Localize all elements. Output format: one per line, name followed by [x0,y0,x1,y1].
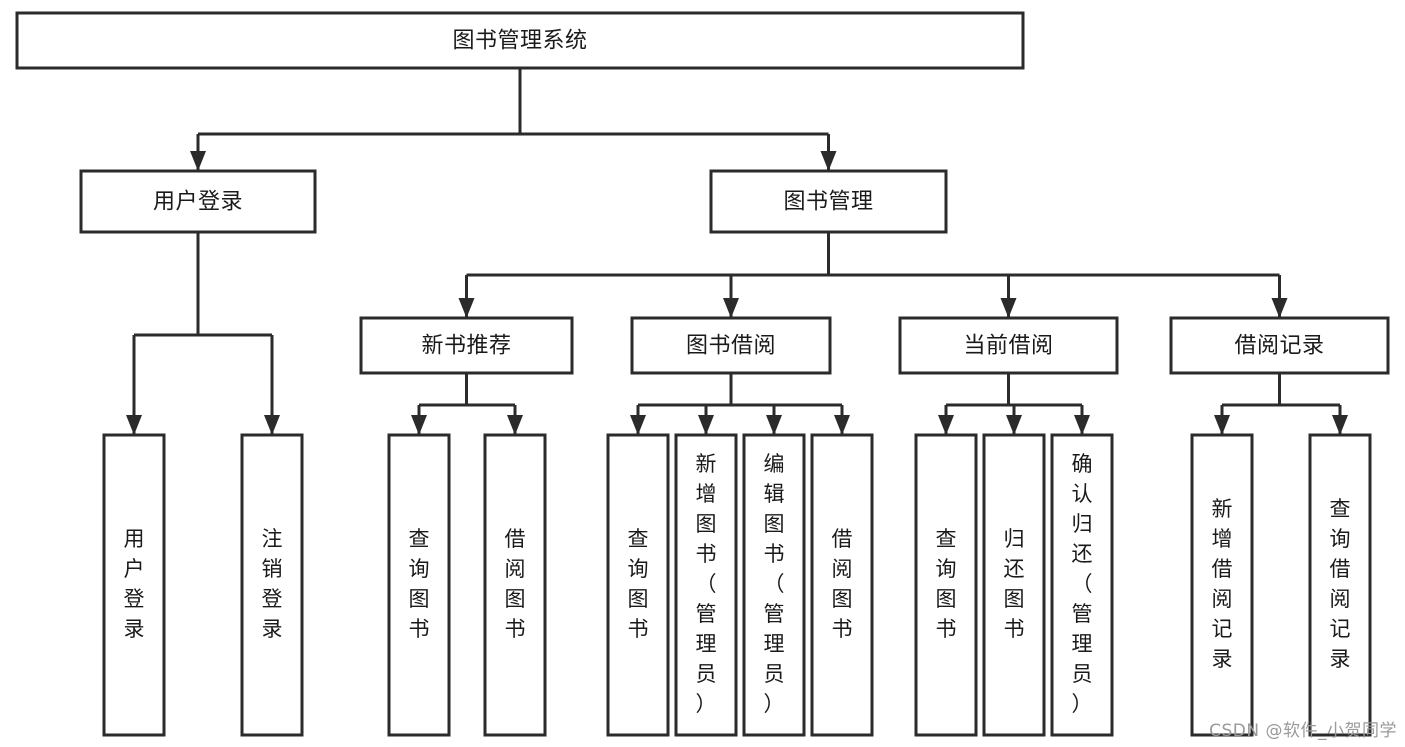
node-box-borrow-records[interactable] [1169,316,1390,375]
arrow-head-icon [1006,415,1022,435]
node-box-user-login-do[interactable] [102,433,166,737]
node-box-borrow-query-book[interactable] [606,433,670,737]
node-box-current-query-book[interactable] [914,433,978,737]
node-box-root[interactable] [15,11,1025,70]
node-root[interactable]: 图书管理系统 [15,11,1025,70]
node-label-user-login-do: 用户登录 [124,527,145,641]
arrow-head-icon [630,415,646,435]
node-current-return-book[interactable]: 归还图书 [982,433,1046,737]
node-user-login[interactable]: 用户登录 [79,169,317,234]
node-box-records-query[interactable] [1308,433,1372,737]
node-label-current-return-book: 归还图书 [1004,527,1025,641]
node-box-book-management[interactable] [709,169,948,234]
node-recommend-query-book[interactable]: 查询图书 [387,433,451,737]
node-label-recommend-borrow-book: 借阅图书 [505,527,526,641]
node-label-borrow-add-book: 新增图书（管理员） [696,452,717,716]
node-borrow-edit-book[interactable]: 编辑图书（管理员） [742,433,806,737]
node-box-current-borrow[interactable] [898,316,1119,375]
node-box-borrow-borrow-book[interactable] [810,433,874,737]
node-layer: 图书管理系统用户登录用户登录注销登录图书管理新书推荐查询图书借阅图书图书借阅查询… [15,11,1390,737]
node-label-borrow-query-book: 查询图书 [628,527,649,641]
node-records-add[interactable]: 新增借阅记录 [1190,433,1254,737]
node-label-new-book-recommend: 新书推荐 [421,334,511,359]
node-box-borrow-edit-book[interactable] [742,433,806,737]
arrow-head-icon [190,151,206,171]
node-label-user-login: 用户登录 [153,190,243,215]
node-new-book-recommend[interactable]: 新书推荐 [359,316,574,375]
node-label-book-management: 图书管理 [783,190,873,215]
arrow-head-icon [820,151,837,171]
arrow-head-icon [458,298,475,318]
node-label-current-query-book: 查询图书 [936,527,957,641]
node-box-user-login[interactable] [79,169,317,234]
node-borrow-query-book[interactable]: 查询图书 [606,433,670,737]
node-current-confirm-return[interactable]: 确认归还（管理员） [1050,433,1114,737]
node-label-borrow-edit-book: 编辑图书（管理员） [764,452,785,716]
node-label-borrow-records: 借阅记录 [1234,334,1324,359]
arrow-head-icon [507,415,523,435]
node-book-management[interactable]: 图书管理 [709,169,948,234]
node-box-records-add[interactable] [1190,433,1254,737]
node-current-borrow[interactable]: 当前借阅 [898,316,1119,375]
arrow-head-icon [938,415,954,435]
node-box-book-borrow[interactable] [630,316,832,375]
node-current-query-book[interactable]: 查询图书 [914,433,978,737]
node-box-borrow-add-book[interactable] [674,433,738,737]
node-book-borrow[interactable]: 图书借阅 [630,316,832,375]
arrow-head-icon [126,415,142,435]
node-box-current-confirm-return[interactable] [1050,433,1114,737]
arrow-head-icon [1000,298,1017,318]
node-borrow-records[interactable]: 借阅记录 [1169,316,1390,375]
arrow-head-icon [1332,415,1348,435]
node-recommend-borrow-book[interactable]: 借阅图书 [483,433,547,737]
node-label-recommend-query-book: 查询图书 [409,527,430,641]
node-box-current-return-book[interactable] [982,433,1046,737]
node-label-records-query: 查询借阅记录 [1330,497,1351,671]
arrow-head-icon [1074,415,1090,435]
node-box-user-logout[interactable] [240,433,304,737]
node-box-recommend-borrow-book[interactable] [483,433,547,737]
arrow-head-icon [766,415,782,435]
node-box-new-book-recommend[interactable] [359,316,574,375]
arrow-head-icon [264,415,280,435]
node-user-logout[interactable]: 注销登录 [240,433,304,737]
node-label-book-borrow: 图书借阅 [686,334,776,359]
node-label-user-logout: 注销登录 [262,527,283,641]
arrow-head-icon [723,298,739,318]
connector-layer [126,68,1348,435]
node-box-recommend-query-book[interactable] [387,433,451,737]
node-label-records-add: 新增借阅记录 [1212,497,1233,671]
arrow-head-icon [1214,415,1230,435]
node-label-borrow-borrow-book: 借阅图书 [832,527,853,641]
node-borrow-borrow-book[interactable]: 借阅图书 [810,433,874,737]
node-label-current-borrow: 当前借阅 [963,334,1053,359]
arrow-head-icon [411,415,427,435]
arrow-head-icon [834,415,850,435]
node-label-root: 图书管理系统 [452,29,587,54]
node-records-query[interactable]: 查询借阅记录 [1308,433,1372,737]
arrow-head-icon [1271,298,1288,318]
node-user-login-do[interactable]: 用户登录 [102,433,166,737]
node-label-current-confirm-return: 确认归还（管理员） [1072,452,1093,716]
node-borrow-add-book[interactable]: 新增图书（管理员） [674,433,738,737]
arrow-head-icon [698,415,714,435]
